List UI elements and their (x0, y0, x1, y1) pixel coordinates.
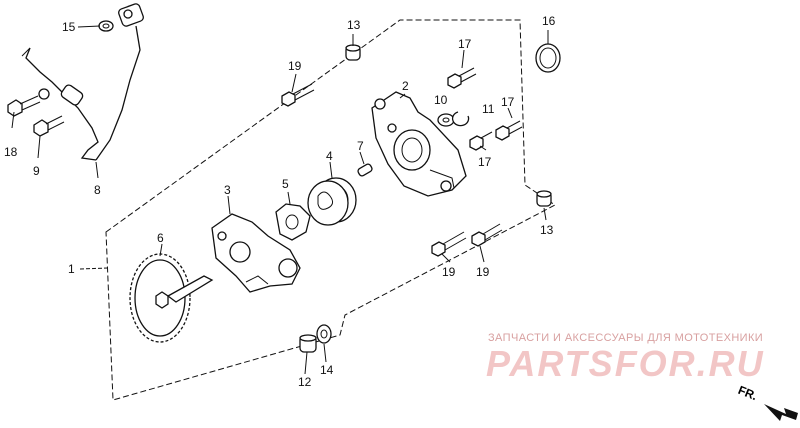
o-ring-16 (535, 43, 561, 73)
bolt-19-top (281, 83, 315, 107)
inner-rotor-5 (275, 203, 311, 241)
bolt-17-lower (469, 131, 493, 151)
callout-15: 15 (62, 20, 76, 34)
bolt-17-right (495, 120, 523, 141)
callout-13-top: 13 (347, 18, 361, 32)
callout-10: 10 (434, 93, 448, 107)
washer-14 (316, 324, 332, 344)
dowel-pin-13-top (345, 44, 361, 61)
pump-body-2 (371, 91, 467, 197)
pump-cover-3 (211, 213, 301, 293)
dowel-pin-13-right (536, 190, 552, 207)
clip-11 (451, 111, 470, 127)
outer-rotor-4 (307, 177, 357, 226)
washer-15 (98, 20, 114, 32)
bolt-9 (33, 115, 65, 137)
callout-17-lower: 17 (478, 155, 492, 169)
callout-5: 5 (282, 177, 289, 191)
bolt-17-top (447, 67, 477, 89)
callout-17-top: 17 (458, 37, 472, 51)
callout-17-right: 17 (501, 95, 515, 109)
bolt-19-lower-left (431, 231, 467, 257)
callout-19-lower-right: 19 (476, 265, 490, 279)
assembly-outline (105, 19, 556, 401)
leader-lines (11, 25, 549, 375)
front-direction-arrow-icon (764, 404, 798, 421)
watermark-subtitle: ЗАПЧАСТИ И АКСЕССУАРЫ ДЛЯ МОТОТЕХНИКИ (488, 332, 764, 344)
callout-13-right: 13 (540, 223, 554, 237)
bolt-18 (7, 95, 41, 117)
dowel-7 (357, 163, 373, 177)
watermark-logo: PARTSFOR.RU (486, 343, 765, 384)
callout-labels: 15 18 9 8 13 16 17 19 2 10 11 17 17 7 4 … (4, 14, 556, 389)
bolt-19-lower-right (471, 223, 503, 247)
callout-1: 1 (68, 262, 75, 276)
washer-10 (437, 113, 455, 127)
callout-14: 14 (320, 363, 334, 377)
callout-19-lower-left: 19 (442, 265, 456, 279)
callout-2: 2 (402, 79, 409, 93)
callout-18: 18 (4, 145, 18, 159)
callout-16: 16 (542, 14, 556, 28)
callout-4: 4 (326, 149, 333, 163)
oil-pipe (21, 3, 144, 161)
callout-6: 6 (157, 231, 164, 245)
callout-11: 11 (482, 102, 495, 116)
callout-19-top: 19 (288, 59, 302, 73)
callout-7: 7 (357, 139, 364, 153)
callout-3: 3 (224, 183, 231, 197)
callout-9: 9 (33, 164, 40, 178)
collar-12 (299, 334, 317, 353)
sprocket-6 (129, 253, 214, 343)
callout-8: 8 (94, 183, 101, 197)
callout-12: 12 (298, 375, 312, 389)
